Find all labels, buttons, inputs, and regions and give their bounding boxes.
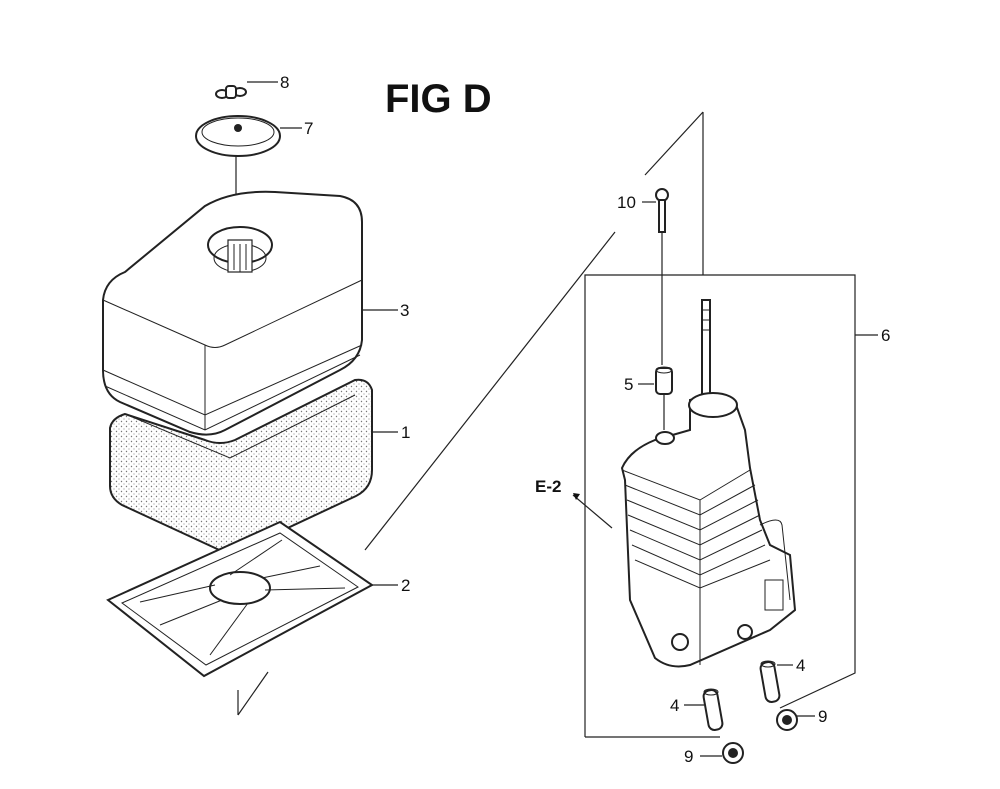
- callout-1: 1: [401, 423, 410, 442]
- reference-label: E-2: [535, 477, 561, 496]
- clip-part-left: [722, 742, 744, 764]
- wing-nut-part: [215, 85, 247, 99]
- air-cleaner-elbow-assembly: E-2: [535, 188, 878, 764]
- element-base-part: [106, 520, 374, 678]
- bolt-part: [655, 188, 669, 233]
- callout-9-right: 9: [818, 707, 827, 726]
- air-cleaner-cover-part: [102, 190, 363, 436]
- cover-cap-part: [195, 115, 281, 157]
- collar-part: [655, 366, 673, 395]
- callout-4-right: 4: [796, 656, 805, 675]
- figure-title: FIG D: [385, 77, 492, 121]
- elbow-body-part: [620, 392, 797, 668]
- callout-10: 10: [617, 193, 636, 212]
- callout-2: 2: [401, 576, 410, 595]
- clip-part-right: [776, 709, 798, 731]
- callout-5: 5: [624, 375, 633, 394]
- callout-3: 3: [400, 301, 409, 320]
- callout-4-left: 4: [670, 696, 679, 715]
- callout-7: 7: [304, 119, 313, 138]
- pipe-part-right: [759, 660, 781, 703]
- callout-8: 8: [280, 73, 289, 92]
- pipe-part-left: [702, 688, 724, 731]
- foam-element-part: [109, 378, 373, 553]
- callout-9-left: 9: [684, 747, 693, 766]
- air-cleaner-assembly: [102, 81, 398, 716]
- callout-6: 6: [881, 326, 890, 345]
